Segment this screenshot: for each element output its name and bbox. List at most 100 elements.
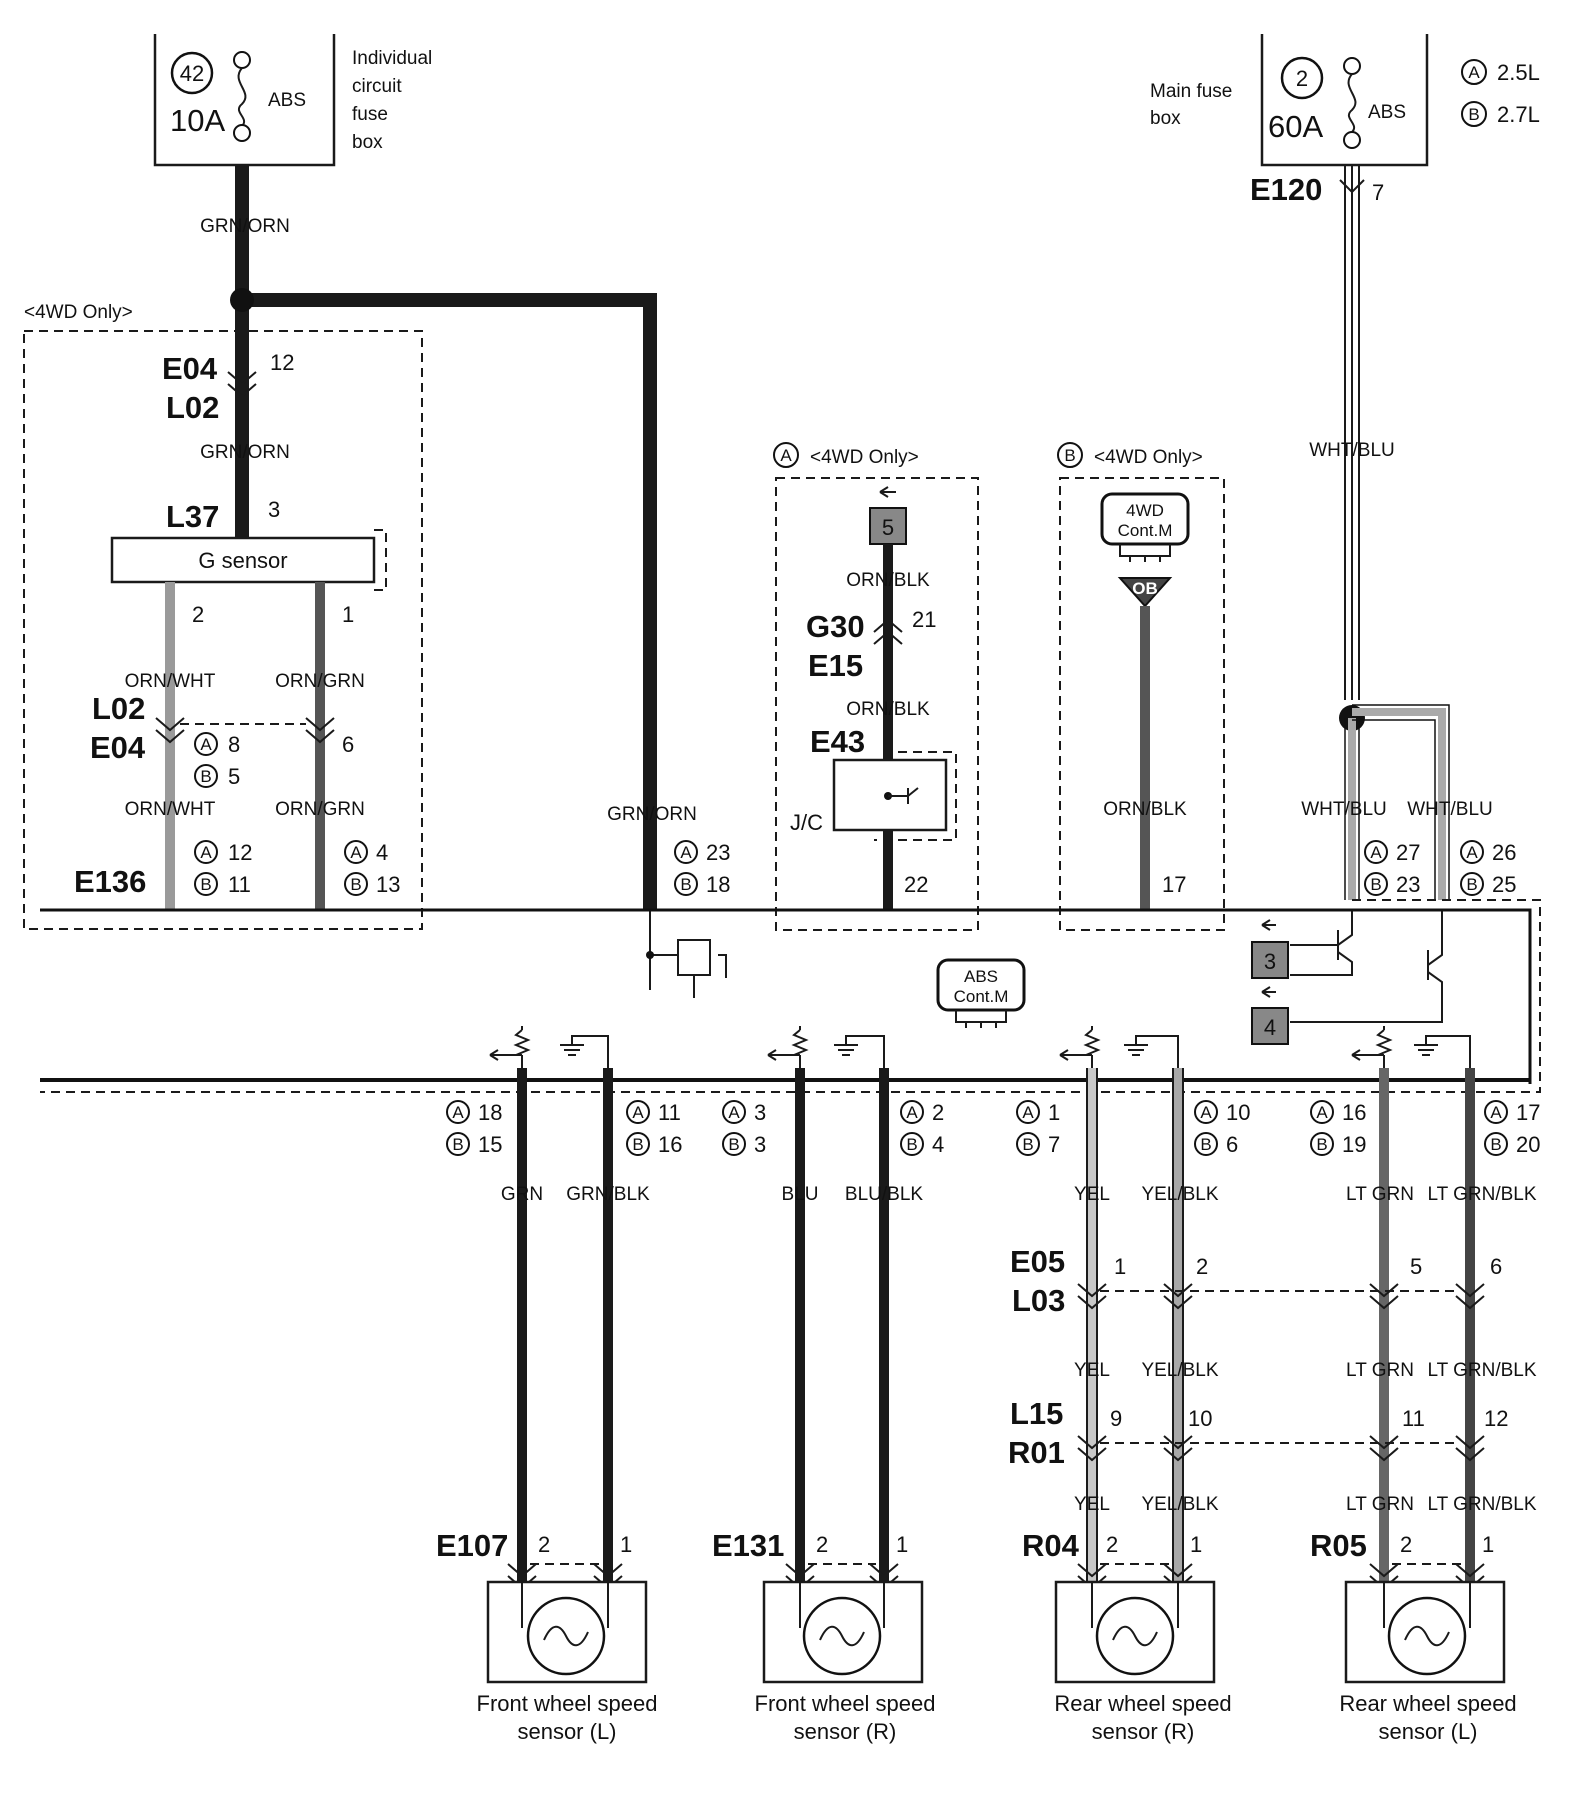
abs-module-dashed-boundary xyxy=(40,899,1541,1093)
pin-e05-5: 5 xyxy=(1410,1254,1422,1279)
wire-orn-blk-1: ORN/BLK xyxy=(846,570,930,591)
pin-s1-b: 15 xyxy=(478,1132,502,1157)
sensor-wire-colors-row1: GRN GRN/BLK BLU BLU/BLK YEL YEL/BLK LT G… xyxy=(501,1184,1537,1205)
wire-grn: GRN xyxy=(501,1184,543,1205)
sen3-pin-1: 1 xyxy=(1190,1532,1202,1557)
sen2-pin-1: 1 xyxy=(896,1532,908,1557)
transistor-outputs: 3 4 xyxy=(1251,910,1443,1045)
pin-l15-9: 9 xyxy=(1110,1406,1122,1431)
pin-wb2-b: 25 xyxy=(1492,872,1516,897)
connector-l15: L15 xyxy=(1010,1396,1063,1431)
wire-wht-blu-2: WHT/BLU xyxy=(1301,799,1387,820)
connector-l15-r01: L15 R01 9 10 11 12 xyxy=(1008,1396,1508,1470)
individual-fuse-box: 42 10A ABS Individual circuit fuse box xyxy=(153,34,432,167)
connector-l02-mid: L02 xyxy=(92,691,145,726)
wire-wht-blu-1: WHT/BLU xyxy=(1309,440,1395,461)
pin-l37-3: 3 xyxy=(268,497,280,522)
wire-grn-orn-3: GRN/ORN xyxy=(607,804,697,825)
marker-3 xyxy=(1251,941,1289,979)
connector-r04: R04 xyxy=(1022,1528,1080,1563)
s7-b-letter: B xyxy=(1316,1135,1327,1154)
pin-wb1-b: 23 xyxy=(1396,872,1420,897)
connector-e136: E136 xyxy=(74,864,146,899)
wb1-b-letter: B xyxy=(1370,875,1381,894)
wire-lt-grn-blk-1: LT GRN/BLK xyxy=(1427,1184,1536,1205)
wire-orn-grn-1: ORN/GRN xyxy=(275,671,365,692)
pin-s2-a: 11 xyxy=(658,1100,681,1125)
wire-orn-grn-2: ORN/GRN xyxy=(275,799,365,820)
pin-s2-b: 16 xyxy=(658,1132,682,1157)
pin-s7-b: 19 xyxy=(1342,1132,1366,1157)
wire-yel-3: YEL xyxy=(1074,1494,1110,1515)
pin-e136-b18: 18 xyxy=(706,872,730,897)
legend-b-text: 2.7L xyxy=(1497,102,1540,127)
pin-s4-a: 2 xyxy=(932,1100,944,1125)
s6-a-letter: A xyxy=(1200,1103,1212,1122)
marker-4 xyxy=(1251,1007,1289,1045)
abs-cont-label-1: ABS xyxy=(964,967,998,986)
pin-e05-6: 6 xyxy=(1490,1254,1502,1279)
region-b-letter: B xyxy=(1064,446,1075,465)
region-a-label: <4WD Only> xyxy=(810,447,919,468)
s2-b-letter: B xyxy=(632,1135,643,1154)
fuse-2-rating: 60A xyxy=(1268,109,1323,144)
region-4wd-left: <4WD Only> E04 L02 12 GRN/ORN L37 3 G se… xyxy=(23,302,423,930)
s8-b-letter: B xyxy=(1490,1135,1501,1154)
wire-yel-blk-3: YEL/BLK xyxy=(1141,1494,1218,1515)
region-b-4wd: B <4WD Only> 4WD Cont.M OB ORN/BLK 17 xyxy=(1057,442,1225,931)
pin-s8-a: 17 xyxy=(1516,1100,1540,1125)
sensor-4-label-2: sensor (L) xyxy=(1378,1719,1477,1744)
wire-lt-grn-1: LT GRN xyxy=(1346,1184,1414,1205)
pin-e04-6: 6 xyxy=(342,732,354,757)
pin-e05-1: 1 xyxy=(1114,1254,1126,1279)
sen1-pin-2: 2 xyxy=(538,1532,550,1557)
sensor-4: Rear wheel speed sensor (L) xyxy=(1339,1580,1517,1744)
wire-lt-grn-3: LT GRN xyxy=(1346,1494,1414,1515)
wire-blu: BLU xyxy=(782,1184,819,1205)
wire-grn-orn-1: GRN/ORN xyxy=(200,216,290,237)
e136-b-letter-2: B xyxy=(350,875,361,894)
ob-label: OB xyxy=(1132,579,1158,598)
main-fuse-box-label-1: Main fuse xyxy=(1150,81,1232,102)
pin-l15-12: 12 xyxy=(1484,1406,1508,1431)
pin-s8-b: 20 xyxy=(1516,1132,1540,1157)
fuse-symbol-right xyxy=(1343,57,1361,149)
pin-e136-b11: 11 xyxy=(228,872,251,897)
sensor-1: Front wheel speed sensor (L) xyxy=(477,1580,658,1744)
sen4-pin-2: 2 xyxy=(1400,1532,1412,1557)
sen1-pin-1: 1 xyxy=(620,1532,632,1557)
pin-s4-b: 4 xyxy=(932,1132,944,1157)
4wd-cont-label-2: Cont.M xyxy=(1118,521,1173,540)
legend-a-letter: A xyxy=(1468,63,1480,82)
g-sensor-label: G sensor xyxy=(198,548,287,573)
pin-s6-b: 6 xyxy=(1226,1132,1238,1157)
wire-lt-grn-2: LT GRN xyxy=(1346,1360,1414,1381)
wire-orn-blk-2: ORN/BLK xyxy=(846,699,930,720)
connector-r05: R05 xyxy=(1310,1528,1367,1563)
sen3-pin-2: 2 xyxy=(1106,1532,1118,1557)
wire-orn-blk-3: ORN/BLK xyxy=(1103,799,1187,820)
wire-lt-grn-blk-2: LT GRN/BLK xyxy=(1427,1360,1536,1381)
connector-e131: E131 xyxy=(712,1528,784,1563)
connector-e04-top: E04 xyxy=(162,351,218,386)
pin-e136-b13: 13 xyxy=(376,872,400,897)
connector-e05-l03: E05 L03 1 2 5 6 xyxy=(1010,1244,1502,1318)
s1-a-letter: A xyxy=(452,1103,464,1122)
connector-l37: L37 xyxy=(166,499,219,534)
pin-s5-a: 1 xyxy=(1048,1100,1060,1125)
legend: A 2.5L B 2.7L xyxy=(1461,59,1540,127)
e136-b-letter-3: B xyxy=(680,875,691,894)
sensor-3-label-2: sensor (R) xyxy=(1092,1719,1195,1744)
pin-l15-10: 10 xyxy=(1188,1406,1212,1431)
pin-e136-a12: 12 xyxy=(228,840,252,865)
sensor-wire-colors-row3: YEL YEL/BLK LT GRN LT GRN/BLK xyxy=(1074,1494,1537,1515)
s5-b-letter: B xyxy=(1022,1135,1033,1154)
abs-pin-labels: A 18 B 15 A 11 B 16 A 3 B 3 A 2 B 4 A 1 … xyxy=(446,1100,1540,1157)
fuse-symbol-left xyxy=(233,51,251,142)
pin-s3-a: 3 xyxy=(754,1100,766,1125)
e136-a-letter-3: A xyxy=(680,843,692,862)
pin-wb1-a: 27 xyxy=(1396,840,1420,865)
pin-e05-2: 2 xyxy=(1196,1254,1208,1279)
pin-e04-b5: 5 xyxy=(228,764,240,789)
connector-jc: J/C xyxy=(790,810,823,835)
